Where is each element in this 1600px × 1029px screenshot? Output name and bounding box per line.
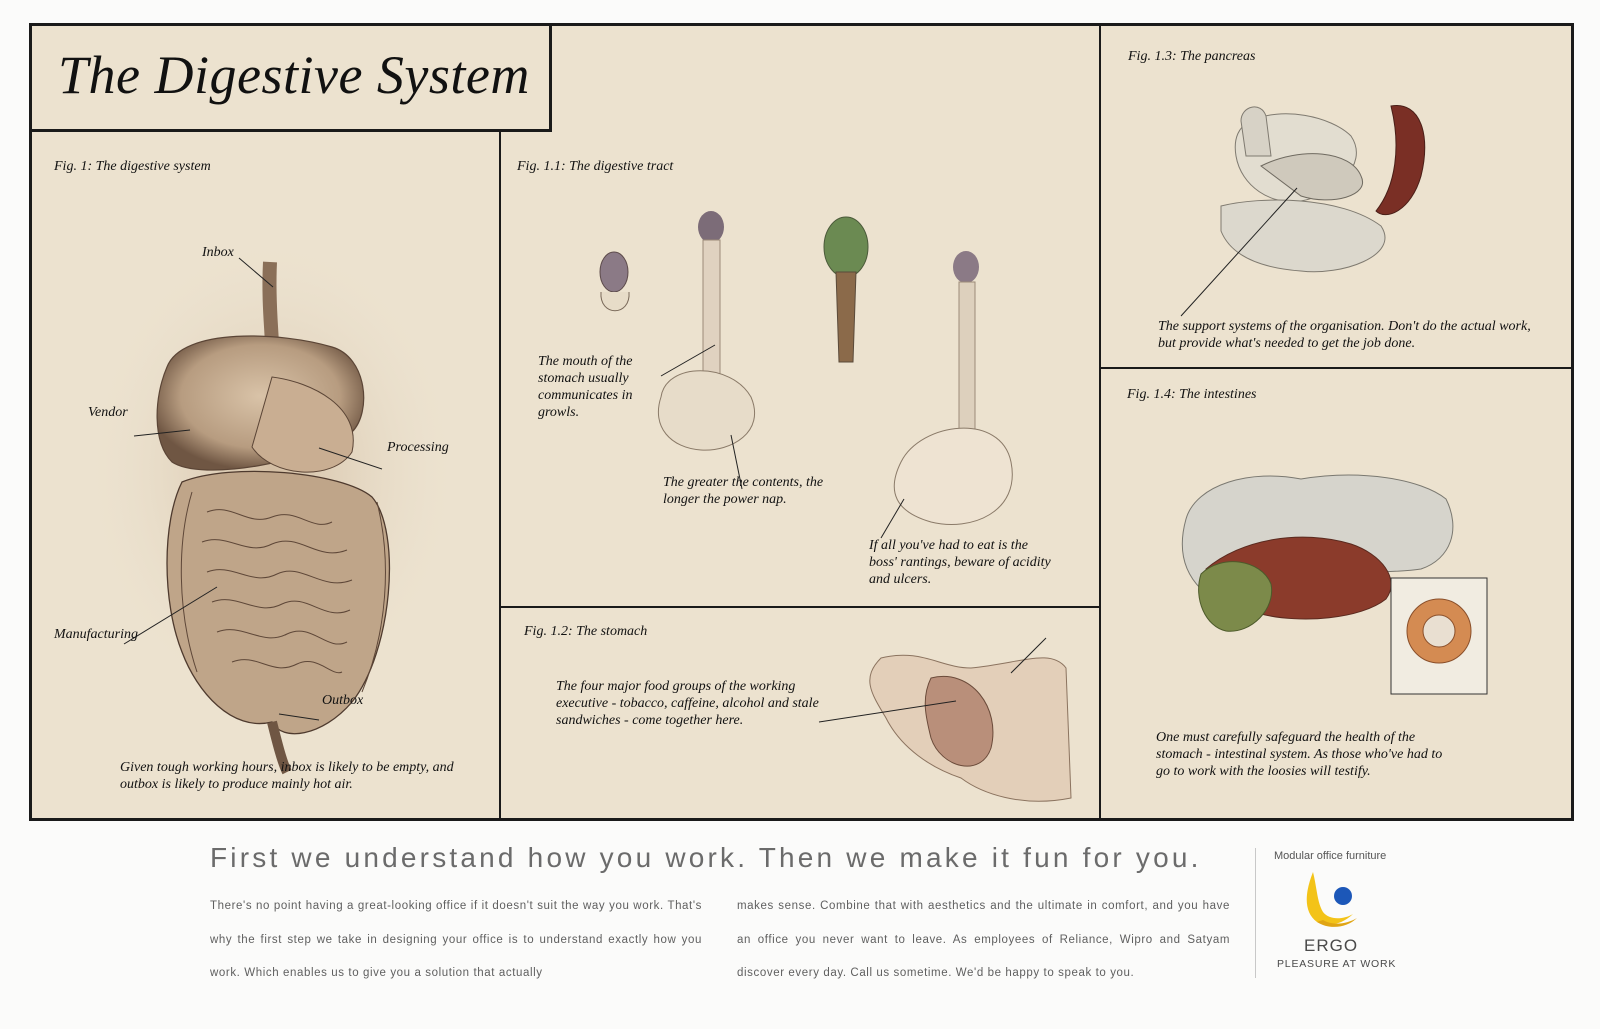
- divider-fig1-2: [499, 606, 1099, 608]
- label-vendor: Vendor: [88, 405, 128, 420]
- fig1-1-note-boss: If all you've had to eat is the boss' ra…: [869, 538, 1051, 587]
- fig1-4-panel: Fig. 1.4: The intestines One must carefu…: [1101, 369, 1571, 821]
- brand-name: ERGO: [1304, 936, 1359, 955]
- fig1-3-panel: Fig. 1.3: The pancreas The support syste…: [1101, 26, 1571, 367]
- fig1-4-caption: Fig. 1.4: The intestines: [1127, 387, 1257, 402]
- fig1-1-note-mouth: The mouth of the stomach usually communi…: [538, 354, 633, 420]
- pancreas-illustration: [1180, 105, 1426, 317]
- fig1-1-note-contents: The greater the contents, the longer the…: [663, 475, 824, 507]
- fig1-caption: Fig. 1: The digestive system: [54, 159, 211, 174]
- brand-tagline: PLEASURE AT WORK: [1277, 958, 1397, 970]
- fig1-1-caption: Fig. 1.1: The digestive tract: [517, 159, 674, 174]
- page-title: The Digestive System: [58, 45, 530, 105]
- fig1-note: Given tough working hours, inbox is like…: [120, 760, 454, 792]
- body-copy-right: makes sense. Combine that with aesthetic…: [737, 900, 1230, 979]
- fig1-3-note: The support systems of the organisation.…: [1158, 319, 1531, 351]
- label-outbox: Outbox: [322, 693, 364, 708]
- footer: First we understand how you work. Then w…: [0, 830, 1600, 1029]
- fig1-panel: Fig. 1: The digestive system: [32, 132, 499, 821]
- tagline: First we understand how you work. Then w…: [210, 842, 1202, 873]
- fig1-3-caption: Fig. 1.3: The pancreas: [1128, 49, 1256, 64]
- digestive-system-illustration: [82, 232, 462, 775]
- poster-frame: The Digestive System Fig. 1: The digesti…: [29, 23, 1574, 821]
- stomach-illustration: [818, 637, 1072, 802]
- label-manufacturing: Manufacturing: [54, 627, 138, 642]
- digestive-tract-illustration: [599, 211, 1013, 539]
- label-processing: Processing: [387, 440, 449, 455]
- ergo-logo-icon: [1306, 872, 1357, 927]
- fig1-1-panel: Fig. 1.1: The digestive tract The mouth …: [501, 132, 1099, 606]
- divider-right-column: [1099, 26, 1101, 821]
- fig1-2-note: The four major food groups of the workin…: [556, 679, 819, 728]
- footer-divider: [1255, 848, 1256, 978]
- body-copy-left: There's no point having a great-looking …: [210, 900, 702, 979]
- fig1-4-note: One must carefully safeguard the health …: [1156, 730, 1443, 779]
- divider-fig1-4: [1099, 367, 1571, 369]
- fig1-2-caption: Fig. 1.2: The stomach: [524, 624, 648, 639]
- intestines-illustration: [1181, 474, 1488, 695]
- fig1-2-panel: Fig. 1.2: The stomach The four major foo…: [501, 608, 1099, 821]
- title-box: The Digestive System: [32, 26, 552, 132]
- label-inbox: Inbox: [202, 245, 234, 260]
- divider-fig1: [499, 132, 501, 821]
- brand-subtitle: Modular office furniture: [1274, 850, 1387, 862]
